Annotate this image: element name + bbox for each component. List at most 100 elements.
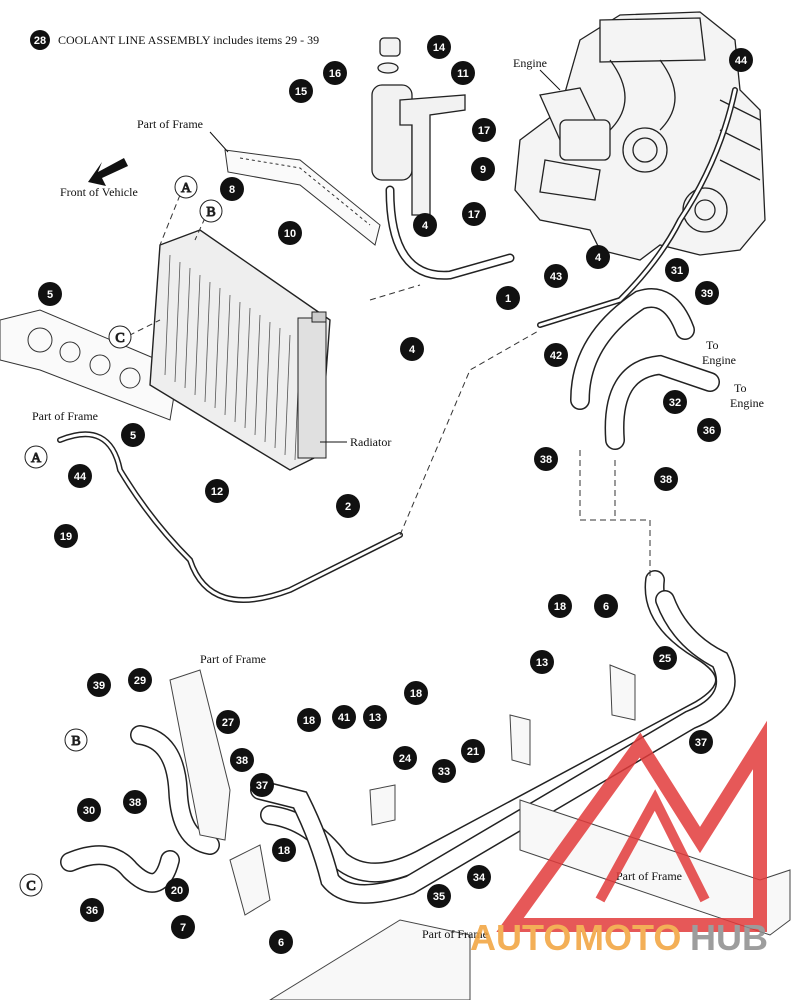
svg-text:4: 4 bbox=[409, 344, 416, 356]
callout-44a: 44 bbox=[729, 48, 753, 72]
upper-frame bbox=[0, 149, 381, 421]
to-engine-label-2: Engine bbox=[730, 396, 764, 410]
callout-38b: 38 bbox=[654, 467, 678, 491]
svg-text:12: 12 bbox=[211, 486, 223, 498]
callout-43: 43 bbox=[544, 264, 568, 288]
letter-a-top: A bbox=[181, 181, 192, 196]
callout-6a: 6 bbox=[594, 594, 618, 618]
svg-text:33: 33 bbox=[438, 766, 450, 778]
svg-text:11: 11 bbox=[457, 68, 469, 80]
svg-text:13: 13 bbox=[369, 712, 381, 724]
watermark-auto: AUTO bbox=[470, 917, 571, 958]
callout-17b: 17 bbox=[462, 202, 486, 226]
callout-29: 29 bbox=[128, 668, 152, 692]
reservoir bbox=[371, 37, 466, 216]
callout-36a: 36 bbox=[697, 418, 721, 442]
callout-18b: 18 bbox=[404, 681, 428, 705]
callout-18c: 18 bbox=[297, 708, 321, 732]
callout-4c: 4 bbox=[400, 337, 424, 361]
callout-30: 30 bbox=[77, 798, 101, 822]
callout-8: 8 bbox=[220, 177, 244, 201]
svg-text:41: 41 bbox=[338, 712, 350, 724]
callout-15: 15 bbox=[289, 79, 313, 103]
svg-text:18: 18 bbox=[303, 715, 315, 727]
callout-42: 42 bbox=[544, 343, 568, 367]
callout-4b: 4 bbox=[586, 245, 610, 269]
letter-b-top: B bbox=[206, 205, 215, 220]
callout-14: 14 bbox=[427, 35, 451, 59]
letter-c-bottom: C bbox=[26, 879, 35, 894]
callout-18d: 18 bbox=[272, 838, 296, 862]
svg-text:6: 6 bbox=[603, 601, 609, 613]
svg-text:25: 25 bbox=[659, 653, 671, 665]
svg-text:4: 4 bbox=[595, 252, 602, 264]
to-engine-label-1: Engine bbox=[702, 353, 736, 367]
svg-text:29: 29 bbox=[134, 675, 146, 687]
letter-b-bottom: B bbox=[71, 734, 80, 749]
callout-24: 24 bbox=[393, 746, 417, 770]
frame-label-middle: Part of Frame bbox=[200, 652, 266, 666]
svg-text:35: 35 bbox=[433, 891, 445, 903]
callout-39a: 39 bbox=[695, 281, 719, 305]
radiator bbox=[149, 229, 331, 471]
svg-text:17: 17 bbox=[468, 209, 480, 221]
svg-text:39: 39 bbox=[93, 680, 105, 692]
callout-38c: 38 bbox=[230, 748, 254, 772]
frame-label-right: Part of Frame bbox=[616, 869, 682, 883]
callout-41: 41 bbox=[332, 705, 356, 729]
svg-text:38: 38 bbox=[236, 755, 248, 767]
callout-27: 27 bbox=[216, 710, 240, 734]
svg-text:18: 18 bbox=[410, 688, 422, 700]
svg-text:20: 20 bbox=[171, 885, 183, 897]
callout-19: 19 bbox=[54, 524, 78, 548]
watermark-hub: HUB bbox=[690, 917, 768, 958]
callout-7: 7 bbox=[171, 915, 195, 939]
lower-frame bbox=[169, 664, 791, 1000]
callout-44b: 44 bbox=[68, 464, 92, 488]
frame-label-left: Part of Frame bbox=[32, 409, 98, 423]
to-label-1: To bbox=[706, 338, 719, 352]
watermark-moto: MOTO bbox=[574, 917, 681, 958]
svg-text:36: 36 bbox=[86, 905, 98, 917]
callout-21: 21 bbox=[461, 739, 485, 763]
svg-text:10: 10 bbox=[284, 228, 296, 240]
svg-text:6: 6 bbox=[278, 937, 284, 949]
callout-25: 25 bbox=[653, 646, 677, 670]
svg-text:30: 30 bbox=[83, 805, 95, 817]
callout-12: 12 bbox=[205, 479, 229, 503]
callout-13b: 13 bbox=[363, 705, 387, 729]
svg-text:39: 39 bbox=[701, 288, 713, 300]
svg-text:36: 36 bbox=[703, 425, 715, 437]
svg-text:18: 18 bbox=[278, 845, 290, 857]
svg-text:38: 38 bbox=[660, 474, 672, 486]
svg-text:43: 43 bbox=[550, 271, 562, 283]
svg-text:15: 15 bbox=[295, 86, 307, 98]
letter-a-bottom: A bbox=[31, 451, 42, 466]
header-text: COOLANT LINE ASSEMBLY includes items 29 … bbox=[58, 33, 319, 47]
watermark: AUTO MOTO HUB bbox=[470, 720, 768, 958]
svg-text:42: 42 bbox=[550, 350, 562, 362]
callout-38a: 38 bbox=[534, 447, 558, 471]
callout-5a: 5 bbox=[38, 282, 62, 306]
callout-32: 32 bbox=[663, 390, 687, 414]
svg-text:14: 14 bbox=[433, 42, 446, 54]
svg-text:38: 38 bbox=[540, 454, 552, 466]
frame-label-top: Part of Frame bbox=[137, 117, 203, 131]
callout-39b: 39 bbox=[87, 673, 111, 697]
svg-text:16: 16 bbox=[329, 68, 341, 80]
svg-text:7: 7 bbox=[180, 922, 186, 934]
engine-label: Engine bbox=[513, 56, 547, 70]
header: 28 COOLANT LINE ASSEMBLY includes items … bbox=[30, 30, 319, 50]
callout-16: 16 bbox=[323, 61, 347, 85]
svg-text:31: 31 bbox=[671, 265, 683, 277]
callout-36b: 36 bbox=[80, 898, 104, 922]
svg-text:13: 13 bbox=[536, 657, 548, 669]
callout-13a: 13 bbox=[530, 650, 554, 674]
callout-31: 31 bbox=[665, 258, 689, 282]
callout-10: 10 bbox=[278, 221, 302, 245]
svg-text:9: 9 bbox=[480, 164, 486, 176]
callout-9: 9 bbox=[471, 157, 495, 181]
callout-35: 35 bbox=[427, 884, 451, 908]
